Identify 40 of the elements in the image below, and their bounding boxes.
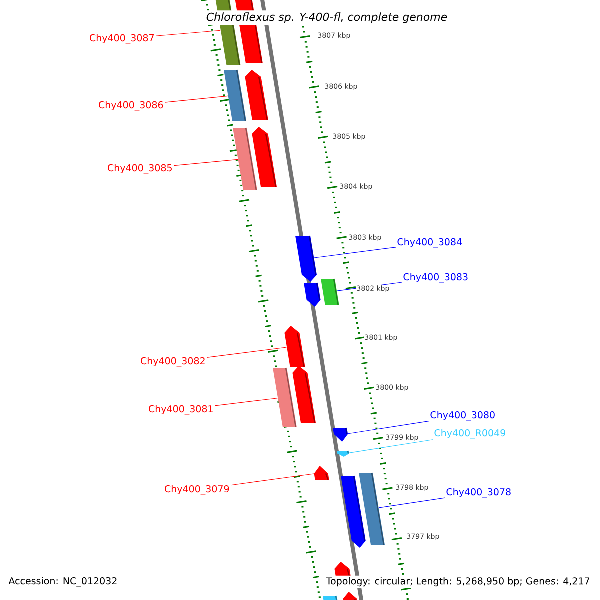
gene-label: Chy400_3085 bbox=[108, 164, 172, 174]
leader-line bbox=[164, 96, 228, 103]
gene-bar bbox=[337, 450, 350, 457]
gene-bar bbox=[292, 366, 316, 424]
gene-label: Chy400_3084 bbox=[398, 238, 462, 248]
leader-line bbox=[156, 30, 221, 36]
gene-label: Chy400_3080 bbox=[430, 411, 495, 421]
gene-bar bbox=[314, 466, 330, 480]
gene-bar bbox=[233, 128, 258, 190]
leader-line bbox=[206, 347, 287, 358]
gene-bar bbox=[245, 70, 268, 120]
gene-label: Chy400_3082 bbox=[141, 357, 205, 367]
accession-text: Accession: NC_012032 bbox=[7, 576, 120, 588]
gene-label: Chy400_3079 bbox=[165, 485, 230, 495]
leader-line bbox=[349, 440, 434, 454]
gene-bar bbox=[252, 127, 277, 188]
gene-bar bbox=[273, 368, 297, 428]
gene-label: Chy400_3078 bbox=[446, 488, 511, 498]
gene-bar bbox=[359, 472, 385, 546]
leader-line bbox=[214, 398, 278, 406]
gene-label: Chy400_3087 bbox=[90, 34, 154, 44]
gene-bar bbox=[284, 326, 306, 368]
gene-bar bbox=[341, 476, 366, 548]
gene-bar bbox=[224, 70, 246, 122]
leader-line bbox=[174, 159, 238, 166]
gene-bar bbox=[321, 278, 340, 306]
gene-label: Chy400_3081 bbox=[149, 405, 213, 415]
gene-bar bbox=[343, 592, 359, 600]
leader-line bbox=[348, 421, 430, 434]
title: Chloroflexus sp. Y-400-fl, complete genome bbox=[204, 10, 450, 26]
gene-label: Chy400_3083 bbox=[404, 273, 468, 283]
gene-bar bbox=[333, 428, 348, 442]
leader-line bbox=[378, 498, 446, 508]
gene-label: Chy400_3086 bbox=[99, 101, 164, 111]
gene-bar bbox=[323, 596, 340, 600]
gene-bar bbox=[304, 282, 321, 307]
leader-line bbox=[230, 474, 314, 486]
leader-line bbox=[314, 247, 396, 258]
genome-info-text: Topology: circular; Length: 5,268,950 bp; Genes: 4,217 bbox=[324, 576, 592, 588]
gene-label: Chy400_R0049 bbox=[434, 429, 506, 439]
